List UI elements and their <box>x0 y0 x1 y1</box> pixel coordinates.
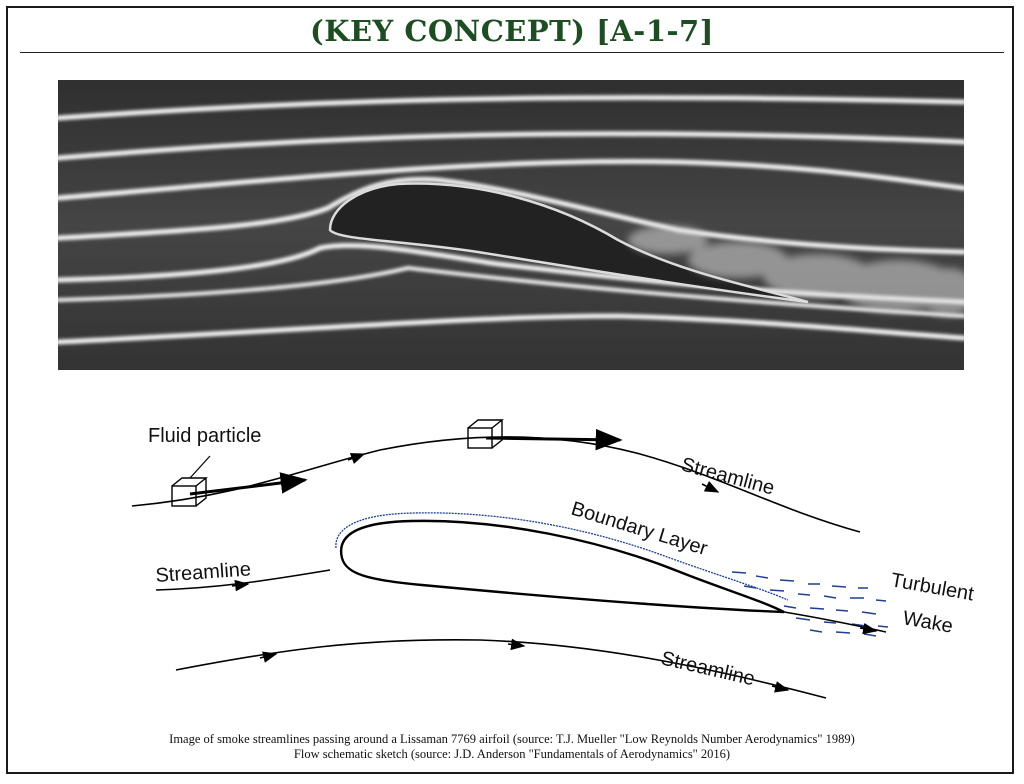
label-fluid-particle: Fluid particle <box>148 425 261 447</box>
title-divider <box>20 52 1004 53</box>
label-streamline-left: Streamline <box>155 558 252 587</box>
fluid-particle-cube-2 <box>467 419 504 449</box>
label-wake: Wake <box>901 607 954 637</box>
flow-schematic: Fluid particle Streamline Streamline Bou… <box>131 419 976 699</box>
smoke-streamline-photo <box>58 80 964 370</box>
figure-caption: Image of smoke streamlines passing aroun… <box>0 732 1024 762</box>
label-turbulent: Turbulent <box>889 569 976 605</box>
wake-flow-line <box>783 611 887 633</box>
airfoil-shape <box>328 182 809 304</box>
label-streamline-top: Streamline <box>679 454 777 500</box>
airfoil-outline <box>339 519 785 614</box>
boundary-layer-line <box>335 512 789 601</box>
fluid-particle-leader <box>189 455 211 479</box>
page-title: (KEY CONCEPT) [A-1-7] <box>310 14 714 48</box>
fluid-particle-cube-1 <box>171 477 208 507</box>
caption-line-2: Flow schematic sketch (source: J.D. Ande… <box>293 747 731 761</box>
label-streamline-bottom: Streamline <box>659 647 757 690</box>
turbulent-wake-marks <box>731 571 889 637</box>
label-boundary-layer: Boundary Layer <box>569 498 711 560</box>
caption-line-1: Image of smoke streamlines passing aroun… <box>169 732 855 746</box>
